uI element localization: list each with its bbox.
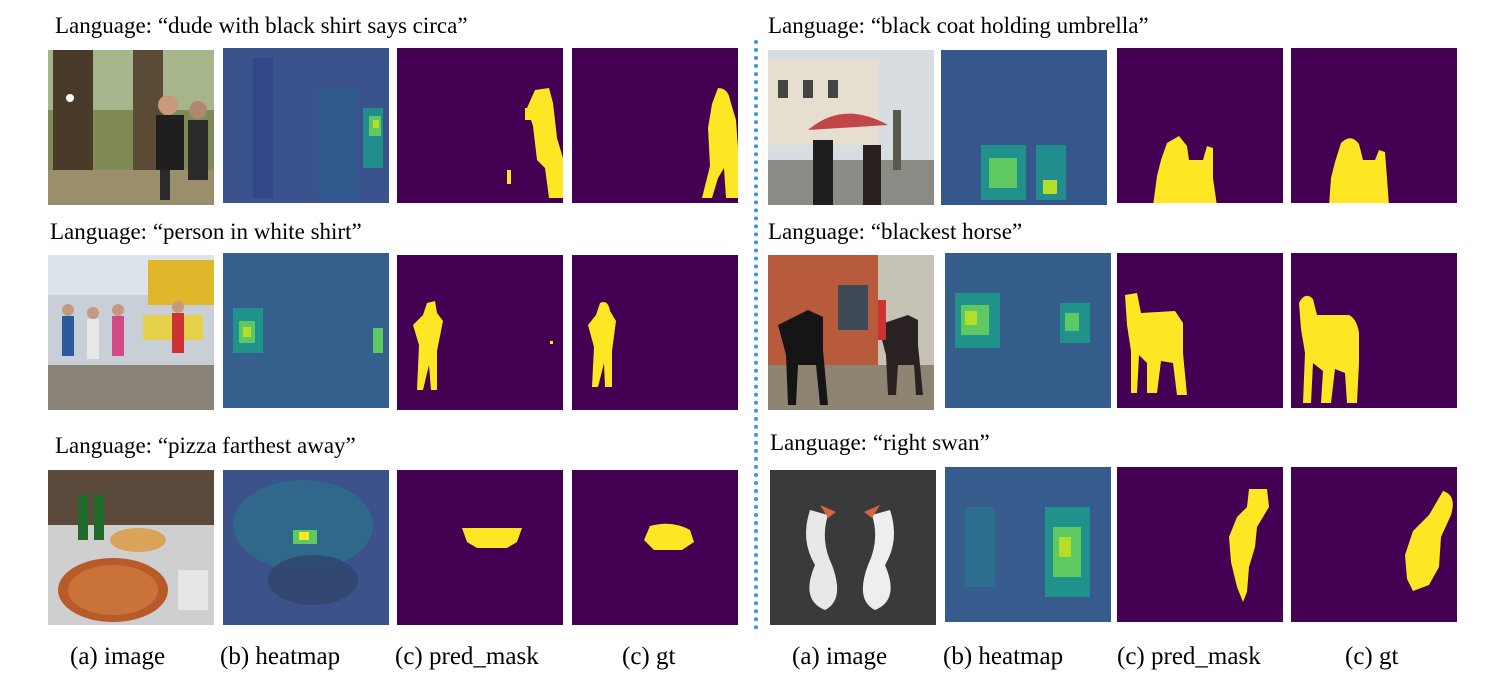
- umbrella-street-photo-icon: [768, 50, 934, 205]
- left-row3-heatmap: [223, 470, 389, 625]
- right-row3-heatmap: [945, 467, 1111, 622]
- right-row3-language: Language: “right swan”: [770, 430, 990, 455]
- left-row1-gt: [572, 48, 738, 203]
- right-row3-image: [770, 470, 936, 625]
- right-row2-image: [768, 255, 934, 410]
- right-row3-pred-mask: [1117, 467, 1283, 622]
- left-row1-language: Language: “dude with black shirt says ci…: [55, 13, 468, 38]
- panel-divider: [754, 40, 758, 630]
- left-row3-pred-mask: [397, 470, 563, 625]
- left-row2-language: Language: “person in white shirt”: [50, 219, 362, 244]
- left-caption-heatmap: (b) heatmap: [220, 643, 341, 670]
- left-row2-heatmap: [223, 253, 389, 408]
- left-row1-image: [48, 50, 214, 205]
- right-caption-gt: (c) gt: [1345, 643, 1399, 670]
- right-row1-gt: [1291, 48, 1457, 203]
- pizza-table-photo-icon: [48, 470, 214, 625]
- right-row2-language: Language: “blackest horse”: [768, 219, 1023, 244]
- horses-building-photo-icon: [768, 255, 934, 410]
- right-row1-heatmap: [941, 50, 1107, 205]
- right-caption-pred-mask: (c) pred_mask: [1117, 643, 1261, 670]
- left-row1-heatmap: [223, 48, 389, 203]
- right-row1-image: [768, 50, 934, 205]
- right-caption-image: (a) image: [792, 643, 888, 670]
- crowd-bananas-photo-icon: [48, 255, 214, 410]
- right-row2-gt: [1291, 253, 1457, 408]
- left-caption-gt: (c) gt: [622, 643, 676, 670]
- right-row1-language: Language: “black coat holding umbrella”: [768, 13, 1149, 38]
- right-row2-pred-mask: [1117, 253, 1283, 408]
- right-row2-heatmap: [945, 253, 1111, 408]
- right-caption-heatmap: (b) heatmap: [943, 643, 1064, 670]
- left-row1-pred-mask: [397, 48, 563, 203]
- left-row3-gt: [572, 470, 738, 625]
- left-caption-pred-mask: (c) pred_mask: [395, 643, 539, 670]
- right-row3-gt: [1291, 467, 1457, 622]
- person-tree-photo-icon: [48, 50, 214, 205]
- left-row3-language: Language: “pizza farthest away”: [55, 433, 356, 458]
- right-row1-pred-mask: [1117, 48, 1283, 203]
- swans-photo-icon: [770, 470, 936, 625]
- left-row2-pred-mask: [397, 255, 563, 410]
- left-row3-image: [48, 470, 214, 625]
- left-row2-image: [48, 255, 214, 410]
- left-caption-image: (a) image: [70, 643, 166, 670]
- left-row2-gt: [572, 255, 738, 410]
